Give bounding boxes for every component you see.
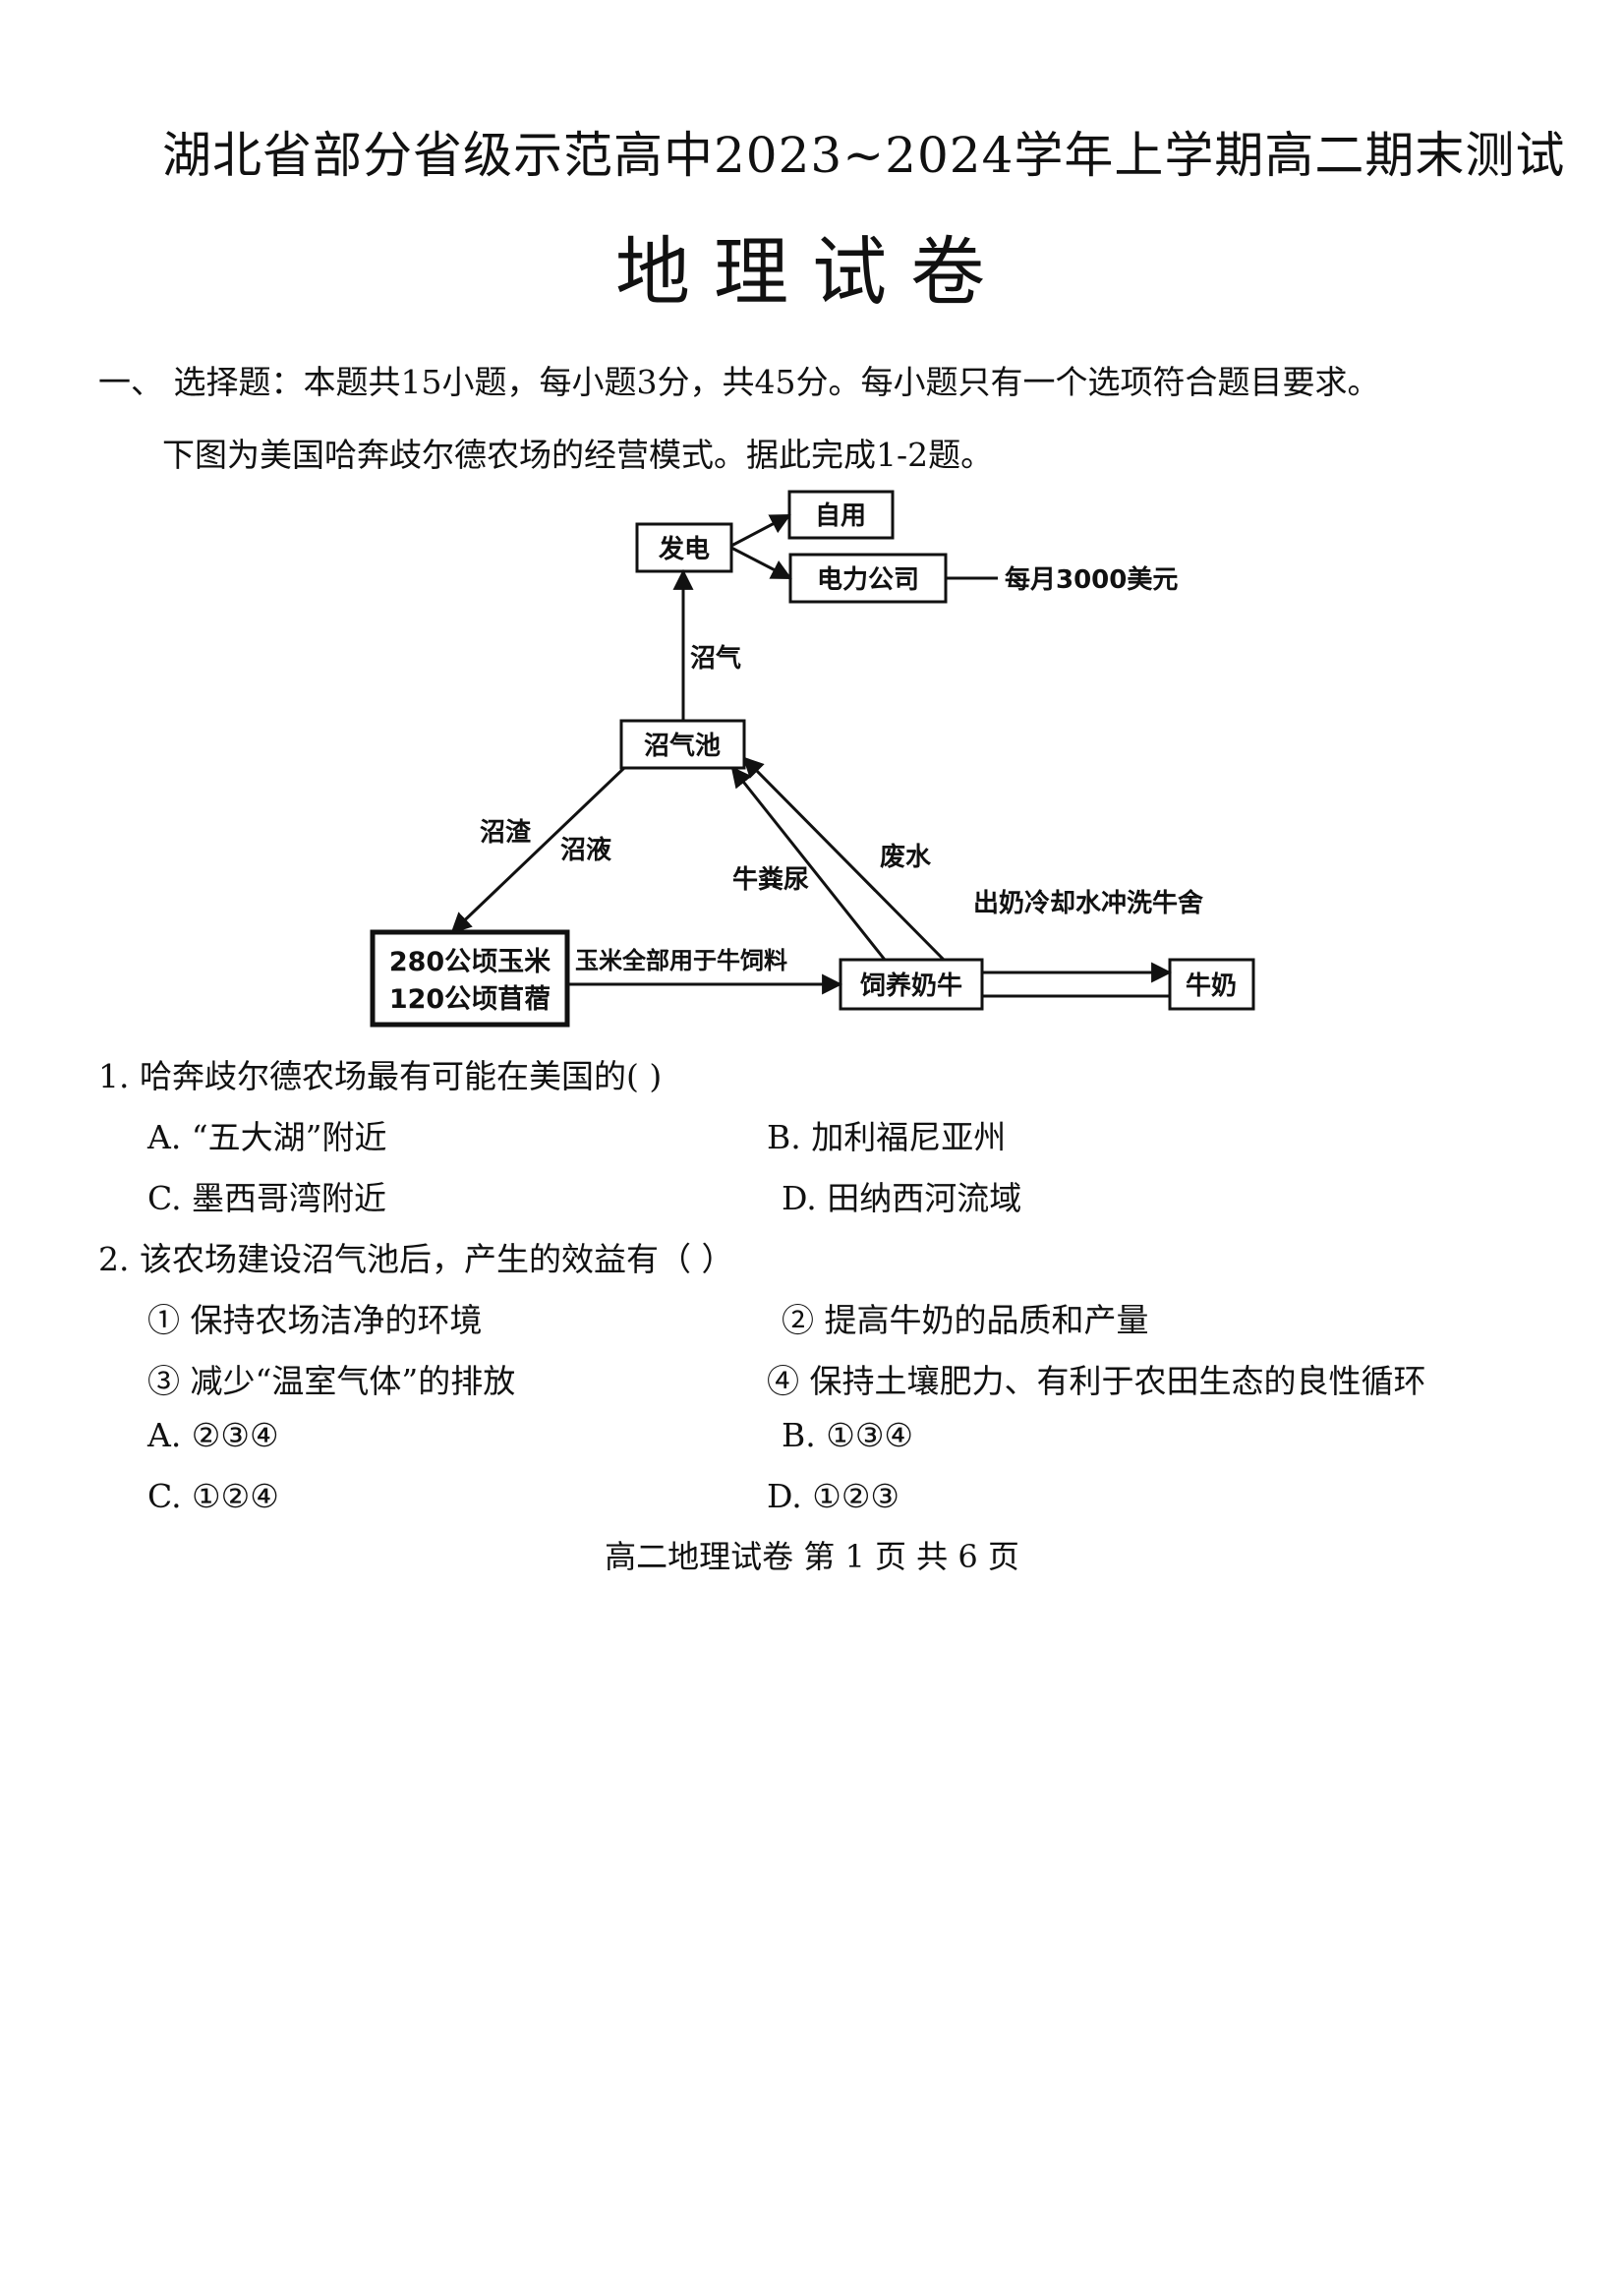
question-2-option-b: B. ①③④: [782, 1416, 913, 1454]
arrow-power-to-self-use: [730, 513, 791, 548]
biogas-label: 沼气: [690, 643, 741, 674]
question-2-statement-4: ④ 保持土壤肥力、有利于农田生态的良性循环: [767, 1362, 1426, 1400]
power-company-label: 电力公司: [817, 565, 919, 595]
wastewater-label: 废水: [880, 842, 932, 872]
milk-label: 牛奶: [1186, 971, 1237, 1001]
exam-school-title: 湖北省部分省级示范高中2023~2024学年上学期高二期末测试: [162, 127, 1566, 184]
arrow-dairy-wastewater-to-digester: [742, 756, 946, 962]
arrow-digester-to-crops: [450, 766, 626, 934]
crops-line-1: 280公顷玉米: [389, 947, 551, 977]
arrow-power-to-company: [730, 546, 792, 580]
farm-model-diagram: 发电 自用 电力公司 每月3000美元 沼气 沼气池 沼渣 沼液 牛粪尿 废水 …: [370, 490, 1255, 1028]
question-2-statement-1: ① 保持农场洁净的环境: [147, 1301, 483, 1339]
self-use-label: 自用: [815, 500, 866, 531]
question-1-stem: 1. 哈奔歧尔德农场最有可能在美国的( ): [98, 1057, 663, 1095]
question-2-statement-3: ③ 减少“温室气体”的排放: [147, 1362, 516, 1400]
question-1-option-c: C. 墨西哥湾附近: [147, 1179, 387, 1217]
digester-label: 沼气池: [644, 731, 721, 761]
question-2-option-a: A. ②③④: [147, 1416, 279, 1454]
section-heading: 一、 选择题：本题共15小题，每小题3分，共45分。每小题只有一个选项符合题目要…: [98, 363, 1380, 401]
dairy-label: 饲养奶牛: [859, 971, 962, 1001]
page-footer: 高二地理试卷 第 1 页 共 6 页: [605, 1538, 1019, 1575]
diagram-intro: 下图为美国哈奔歧尔德农场的经营模式。据此完成1-2题。: [162, 436, 994, 474]
milk-box: [1168, 958, 1255, 1011]
power-label: 发电: [658, 534, 710, 564]
question-1-option-b: B. 加利福尼亚州: [767, 1118, 1007, 1156]
question-2-option-d: D. ①②③: [767, 1477, 900, 1515]
arrow-dairy-manure-to-digester: [730, 766, 887, 961]
residue-label: 沼渣: [480, 818, 532, 848]
slurry-label: 沼液: [560, 836, 611, 865]
exam-subject-title: 地理试卷: [615, 228, 1009, 316]
question-2-statement-2: ② 提高牛奶的品质和产量: [782, 1301, 1149, 1339]
manure-label: 牛粪尿: [732, 865, 809, 895]
wastewater-note: 出奶冷却水冲洗牛舍: [973, 888, 1203, 918]
question-1-option-a: A. “五大湖”附近: [147, 1118, 387, 1156]
question-1-option-d: D. 田纳西河流域: [782, 1179, 1022, 1217]
crops-line-2: 120公顷苜蓿: [389, 984, 551, 1015]
question-2-stem: 2. 该农场建设沼气池后，产生的效益有（ ）: [98, 1240, 734, 1278]
question-2-option-c: C. ①②④: [147, 1477, 279, 1515]
monthly-income-label: 每月3000美元: [1005, 564, 1178, 595]
feed-label: 玉米全部用于牛饲料: [575, 947, 787, 974]
